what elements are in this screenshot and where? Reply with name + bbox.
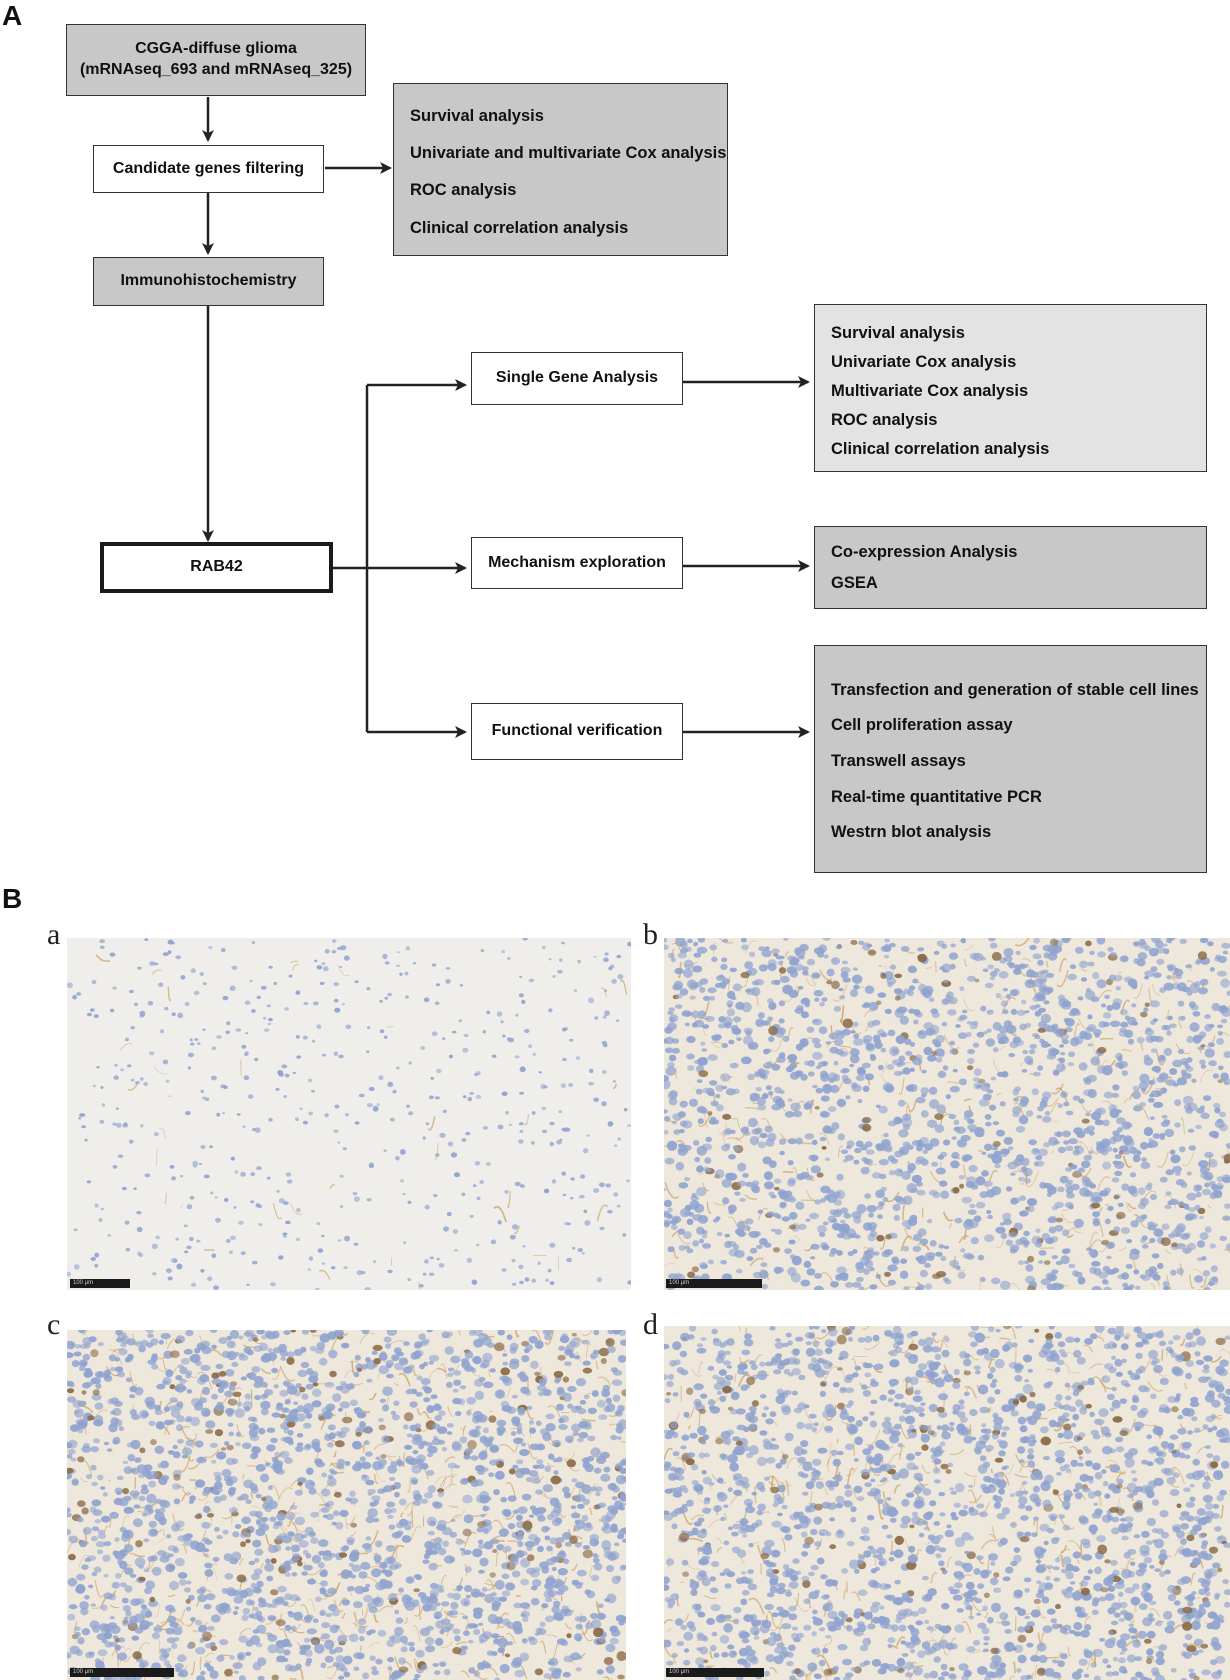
single-gene-result-item: Clinical correlation analysis (831, 440, 1050, 458)
functional-result-item: Transfection and generation of stable ce… (831, 681, 1199, 699)
single-gene-result-item: Univariate Cox analysis (831, 353, 1017, 371)
functional-result-item: Real-time quantitative PCR (831, 788, 1042, 806)
mechanism-result-item: Co-expression Analysis (831, 543, 1018, 561)
candidate-result-item: Survival analysis (410, 107, 544, 125)
micrograph-d-letter: d (643, 1308, 658, 1341)
single-gene-result-item: Multivariate Cox analysis (831, 382, 1029, 400)
functional-result-item: Transwell assays (831, 752, 966, 770)
ihc-box: Immunohistochemistry (93, 257, 324, 306)
micrograph-c (67, 1330, 626, 1680)
scale-bar-a: 100 μm (70, 1279, 130, 1288)
gene-box: RAB42 (100, 542, 333, 593)
candidate-result-item: Clinical correlation analysis (410, 219, 629, 237)
single-gene-result-item: ROC analysis (831, 411, 938, 429)
candidate-result-item: ROC analysis (410, 181, 517, 199)
functional-result-item: Westrn blot analysis (831, 823, 992, 841)
panel-a-label: A (2, 0, 23, 31)
micrograph-b (664, 938, 1230, 1290)
functional-result-item: Cell proliferation assay (831, 716, 1013, 734)
mechanism-result-item: GSEA (831, 574, 878, 592)
source-box-line1: CGGA-diffuse glioma (135, 40, 297, 58)
micrograph-a-letter: a (47, 918, 61, 951)
single-gene-box: Single Gene Analysis (471, 352, 683, 405)
scale-bar-b: 100 μm (666, 1279, 762, 1288)
candidate-result-item: Univariate and multivariate Cox analysis (410, 144, 727, 162)
candidate-results-box: Survival analysis Univariate and multiva… (393, 83, 728, 256)
mechanism-results-box: Co-expression Analysis GSEA (814, 526, 1207, 609)
source-box-line2: (mRNAseq_693 and mRNAseq_325) (79, 61, 353, 78)
functional-box: Functional verification (471, 703, 683, 760)
source-box: CGGA-diffuse glioma (mRNAseq_693 and mRN… (66, 24, 366, 96)
scale-bar-d: 100 μm (666, 1668, 764, 1677)
scale-bar-c: 100 μm (70, 1668, 174, 1677)
single-gene-results-box: Survival analysis Univariate Cox analysi… (814, 304, 1207, 472)
functional-results-box: Transfection and generation of stable ce… (814, 645, 1207, 873)
flow-arrows (202, 97, 810, 738)
single-gene-result-item: Survival analysis (831, 324, 965, 342)
candidate-genes-box: Candidate genes filtering (93, 145, 324, 193)
panel-b-label: B (2, 883, 23, 914)
micrograph-c-letter: c (47, 1308, 61, 1341)
micrograph-b-letter: b (643, 918, 658, 951)
mechanism-box: Mechanism exploration (471, 537, 683, 589)
micrograph-a (67, 938, 631, 1290)
micrograph-d (664, 1326, 1230, 1680)
